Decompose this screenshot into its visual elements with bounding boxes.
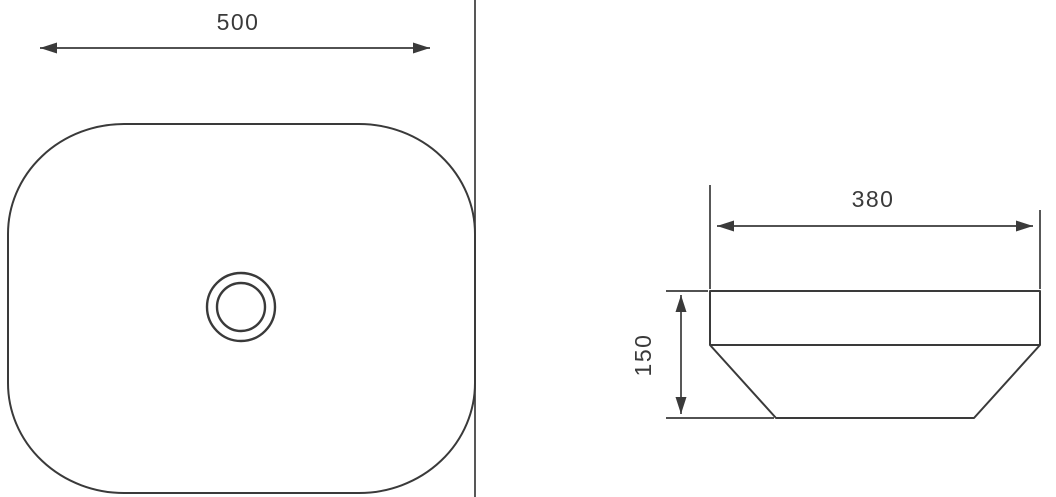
dimension-side-width-label: 380 bbox=[852, 186, 895, 212]
basin-top-view: 500 bbox=[7, 0, 476, 497]
drain-outer-circle bbox=[205, 271, 277, 343]
dimension-height-label: 150 bbox=[630, 334, 656, 377]
basin-side-outline bbox=[709, 290, 1041, 419]
basin-outline bbox=[7, 123, 476, 494]
dimension-width-label: 500 bbox=[217, 9, 260, 35]
drain-inner-circle bbox=[215, 281, 267, 333]
basin-side-view: 380 150 bbox=[630, 185, 1041, 419]
